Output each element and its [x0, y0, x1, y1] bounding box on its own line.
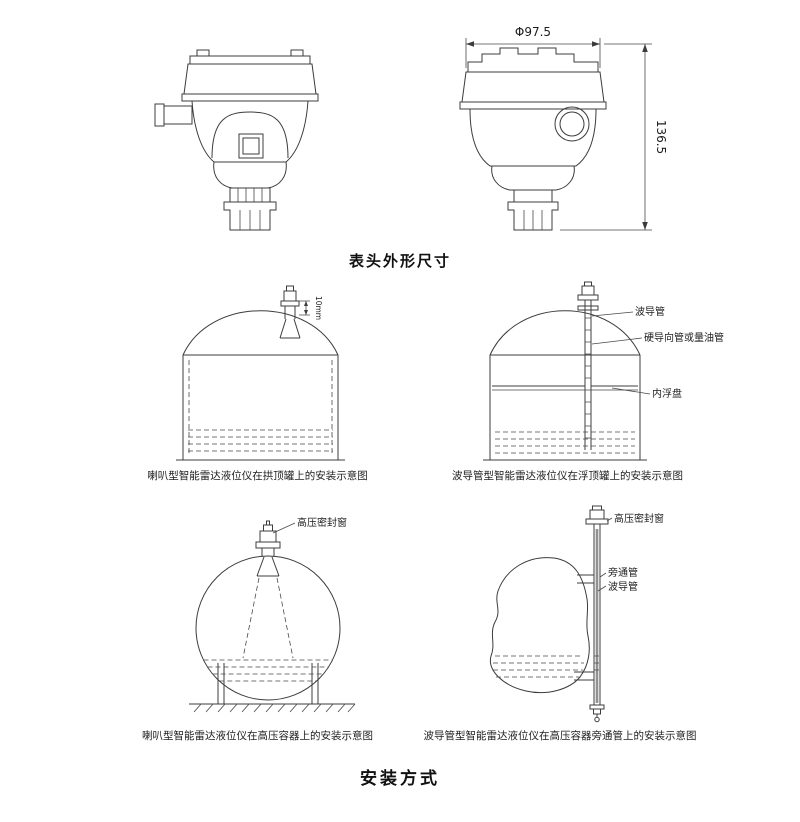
liquid-level [493, 655, 600, 678]
liquid-level [203, 659, 333, 682]
radar-transmitter [279, 285, 301, 339]
bypass-pipe [593, 524, 601, 705]
diagram-labels: 高压密封窗 旁通管 波导管 [597, 512, 664, 593]
vessel-outline [195, 555, 341, 701]
ground-line [189, 703, 356, 713]
dim-height-label: 136.5 [654, 120, 668, 154]
floating-roof-tank-diagram: 波导管 硬导向管或量油管 内浮盘 [483, 281, 724, 461]
bypass-pipe-diagram: 高压密封窗 旁通管 波导管 [489, 505, 664, 723]
head-side-view [459, 47, 607, 231]
seal-window-label: 高压密封窗 [297, 516, 347, 529]
seal-window-label: 高压密封窗 [614, 512, 664, 525]
install-section-title: 安装方式 [360, 769, 440, 789]
tank-outline [483, 310, 647, 461]
bypass-pipe-caption: 波导管型智能雷达液位仪在高压容器旁通管上的安装示意图 [423, 730, 697, 742]
float-plate-label: 内浮盘 [652, 387, 682, 400]
waveguide-label: 波导管 [635, 305, 665, 318]
head-drawing-caption: 表头外形尺寸 [348, 252, 451, 270]
nozzle-dimension: 10mm [299, 296, 323, 320]
height-dimension: 136.5 [560, 43, 668, 231]
dome-tank-caption: 喇叭型智能雷达液位仪在拱顶罐上的安装示意图 [147, 470, 368, 482]
guide-pipe-label: 硬导向管或量油管 [644, 331, 724, 344]
float-plate [492, 385, 638, 391]
radar-transmitter [577, 281, 599, 311]
diagram-labels: 高压密封窗 [272, 516, 347, 534]
sphere-vessel-caption: 喇叭型智能雷达液位仪在高压容器上的安装示意图 [142, 730, 373, 742]
horn-antenna [279, 318, 301, 339]
diameter-dimension: Φ97.5 [465, 25, 601, 68]
dim-diameter-label: Φ97.5 [515, 25, 551, 39]
dim-nozzle-label: 10mm [314, 296, 323, 320]
meter-head-drawing: Φ97.5 136.5 [154, 25, 668, 231]
liquid-level [188, 429, 333, 452]
bypass-pipe-label: 旁通管 [608, 566, 638, 579]
sphere-vessel-diagram: 高压密封窗 [189, 516, 356, 713]
connection-pipes [574, 574, 594, 681]
tank-outline [176, 310, 345, 461]
head-front-view [154, 49, 319, 231]
cable-gland [154, 103, 193, 127]
floating-roof-tank-caption: 波导管型智能雷达液位仪在浮顶罐上的安装示意图 [452, 470, 683, 482]
support-legs [217, 663, 319, 704]
diagram-labels: 波导管 硬导向管或量油管 内浮盘 [591, 305, 724, 400]
horn-antenna [256, 556, 280, 577]
sight-glass [554, 106, 590, 142]
liquid-level [495, 431, 635, 454]
waveguide-pipe [584, 300, 592, 450]
dome-tank-diagram: 10mm [176, 285, 345, 461]
drain-valve [589, 704, 605, 723]
display-window [238, 133, 264, 159]
waveguide-label: 波导管 [608, 580, 638, 593]
radar-transmitter [255, 520, 281, 577]
radar-transmitter [585, 505, 609, 525]
vessel-outline [489, 557, 590, 694]
beam-lines [242, 577, 294, 659]
